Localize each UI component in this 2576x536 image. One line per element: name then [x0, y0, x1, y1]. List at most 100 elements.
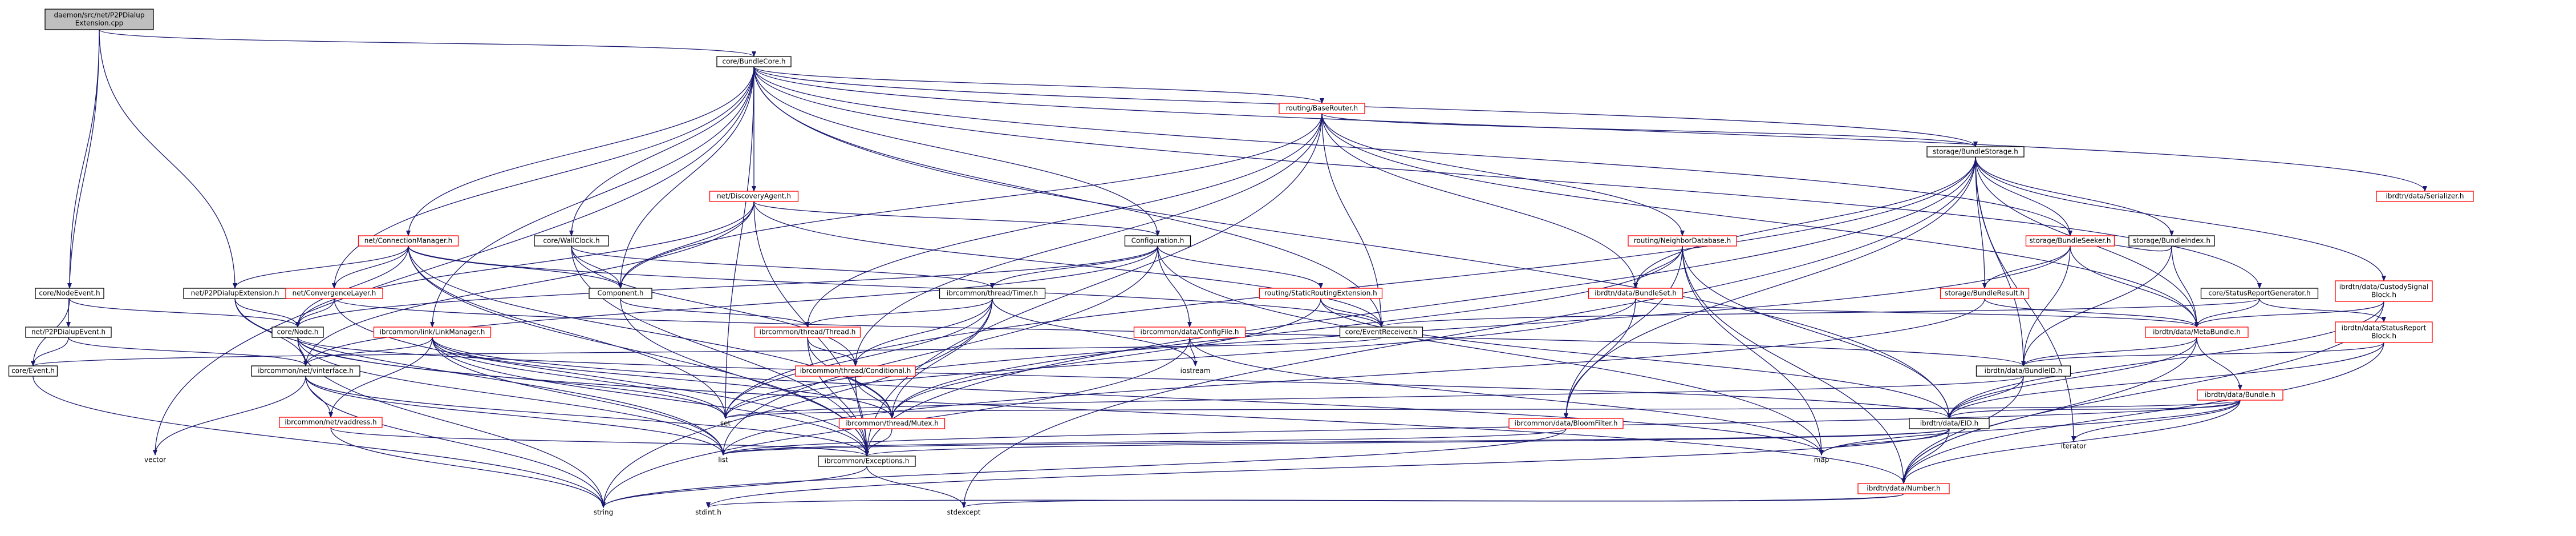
edge-core_event-to-string — [33, 376, 606, 508]
node-routing-neighbordatabase[interactable]: routing/NeighborDatabase.h — [1628, 235, 1737, 247]
node-component[interactable]: Component.h — [589, 288, 652, 299]
node-box — [1259, 288, 1383, 299]
node-ibrdtn-configfile[interactable]: ibrcommon/data/ConfigFile.h — [1133, 327, 1246, 338]
node-vector: vector — [144, 456, 166, 464]
node-ibrcommon-linkmanager[interactable]: ibrcommon/link/LinkManager.h — [373, 327, 492, 338]
edge-ibrcommon_vinterface-to-vector — [153, 376, 306, 456]
node-ibrcommon-conditional[interactable]: ibrcommon/thread/Conditional.h — [795, 365, 916, 377]
edge-routing_baserouter-to-ibrdtn_metabundle — [1321, 113, 2199, 328]
edge-core_bundlecore-to-ibrcommon_linkmanager — [430, 66, 754, 328]
node-core-nodeevent[interactable]: core/NodeEvent.h — [35, 288, 104, 299]
node-box — [1279, 103, 1365, 114]
node-ibrcommon-mutex[interactable]: ibrcommon/thread/Mutex.h — [838, 418, 946, 429]
node-box — [1133, 327, 1246, 338]
node-storage-bundleseeker[interactable]: storage/BundleSeeker.h — [2025, 235, 2115, 247]
edge-routing_baserouter-to-ibrdtn_bundleset — [1321, 113, 1638, 289]
edge-storage_bundleindex-to-ibrdtn_metabundle — [2171, 245, 2199, 328]
node-core-statusreportgenerator[interactable]: core/StatusReportGenerator.h — [2200, 288, 2319, 299]
node-root[interactable]: daemon/src/net/P2PDialupExtension.cpp — [44, 9, 154, 30]
node-label: Block.h — [2371, 332, 2396, 340]
node-ibrcommon-vinterface[interactable]: ibrcommon/net/vinterface.h — [251, 365, 360, 377]
node-box — [279, 417, 383, 428]
edge-core_statusreportgenerator-to-core_eventreceiver — [1379, 298, 2260, 328]
node-ibrcommon-vaddress[interactable]: ibrcommon/net/vaddress.h — [279, 417, 383, 428]
node-box — [1975, 365, 2071, 377]
node-ibrdtn-serializer[interactable]: ibrdtn/data/Serializer.h — [2376, 191, 2474, 202]
node-configuration[interactable]: Configuration.h — [1124, 235, 1191, 247]
node-label: core/Node.h — [277, 328, 319, 336]
node-core-event[interactable]: core/Event.h — [8, 365, 58, 377]
edge-ibrcommon_vinterface-to-list — [305, 376, 725, 456]
edge-storage_bundlestorage-to-storage_bundleseeker — [1975, 156, 2072, 236]
node-label: net/P2PDialupEvent.h — [31, 328, 106, 336]
node-ibrcommon-thread[interactable]: ibrcommon/thread/Thread.h — [754, 327, 861, 338]
node-ibrcommon-bloomfilter[interactable]: ibrcommon/data/BloomFilter.h — [1508, 418, 1624, 429]
edge-net_discoveryagent-to-ibrcommon_vinterface — [303, 201, 754, 366]
node-ibrcommon-exceptions[interactable]: ibrcommon/Exceptions.h — [818, 456, 916, 467]
edge-root-to-core_nodeevent — [67, 29, 100, 289]
node-core-wallclock[interactable]: core/WallClock.h — [534, 235, 609, 247]
edge-ibrcommon_linkmanager-to-map — [432, 337, 1824, 456]
edge-core_wallclock-to-component — [571, 245, 623, 289]
node-routing-staticrouting[interactable]: routing/StaticRoutingExtension.h — [1259, 288, 1383, 299]
node-net-p2pdialupevent[interactable]: net/P2PDialupEvent.h — [25, 327, 112, 338]
node-storage-bundlestorage[interactable]: storage/BundleStorage.h — [1926, 146, 2025, 158]
edge-storage_bundlestorage-to-iterator — [1975, 156, 2076, 442]
edge-storage_bundlestorage-to-storage_bundleindex — [1975, 156, 2174, 236]
node-label: string — [594, 509, 613, 517]
node-net-discoveryagent[interactable]: net/DiscoveryAgent.h — [709, 191, 799, 202]
edge-storage_bundleseeker-to-ibrdtn_bundleid — [2021, 245, 2071, 366]
edge-routing_neighbordatabase-to-ibrcommon_mutex — [890, 245, 1683, 419]
node-box — [358, 235, 459, 247]
node-core-node[interactable]: core/Node.h — [271, 327, 324, 338]
node-storage-bundleresult[interactable]: storage/BundleResult.h — [1940, 288, 2030, 299]
node-ibrdtn-number[interactable]: ibrdtn/data/Number.h — [1857, 483, 1950, 494]
edge-storage_bundlestorage-to-ibrcommon_exceptions — [865, 156, 1976, 457]
node-label: ibrdtn/data/EID.h — [1920, 420, 1979, 428]
node-box — [285, 288, 383, 299]
edge-core_statusreportgenerator-to-ibrdtn_metabundle — [2194, 298, 2260, 328]
node-net-connectionmanager[interactable]: net/ConnectionManager.h — [358, 235, 459, 247]
node-ibrdtn-eid[interactable]: ibrdtn/data/EID.h — [1909, 418, 1990, 429]
node-label: net/ConnectionManager.h — [364, 237, 453, 245]
node-net-p2pdialupextension[interactable]: net/P2PDialupExtension.h — [183, 288, 287, 299]
node-label: storage/BundleSeeker.h — [2030, 237, 2111, 245]
node-ibrdtn-bundleset[interactable]: ibrdtn/data/BundleSet.h — [1588, 288, 1683, 299]
node-core-bundlecore[interactable]: core/BundleCore.h — [716, 56, 792, 67]
node-label: ibrdtn/data/StatusReport — [2342, 324, 2427, 332]
node-label: net/P2PDialupExtension.h — [191, 289, 279, 297]
node-ibrdtn-metabundle[interactable]: ibrdtn/data/MetaBundle.h — [2145, 327, 2249, 338]
edge-configuration-to-ibrcommon_timer — [990, 245, 1158, 289]
edge-net_p2pdialupextension-to-core_node — [234, 298, 300, 328]
edge-storage_bundlestorage-to-stdexcept — [962, 156, 1976, 508]
node-box — [271, 327, 324, 338]
edge-routing_neighbordatabase-to-ibrdtn_number — [1682, 245, 1906, 484]
node-label: ibrdtn/data/BundleID.h — [1985, 367, 2063, 375]
node-label: routing/NeighborDatabase.h — [1634, 237, 1731, 245]
node-ibrcommon-timer[interactable]: ibrcommon/thread/Timer.h — [939, 288, 1046, 299]
node-label: storage/BundleStorage.h — [1933, 148, 2018, 156]
node-box — [1339, 327, 1423, 338]
node-net-convergencelayer[interactable]: net/ConvergenceLayer.h — [285, 288, 383, 299]
node-core-eventreceiver[interactable]: core/EventReceiver.h — [1339, 327, 1423, 338]
edge-ibrcommon_timer-to-string — [601, 298, 993, 508]
edge-ibrdtn_bundleset-to-ibrcommon_bloomfilter — [1564, 298, 1636, 419]
edge-ibrdtn_eid-to-map — [1819, 428, 1950, 456]
node-label: ibrdtn/data/Number.h — [1867, 485, 1940, 493]
node-routing-baserouter[interactable]: routing/BaseRouter.h — [1279, 103, 1365, 114]
node-ibrdtn-bundleid[interactable]: ibrdtn/data/BundleID.h — [1975, 365, 2071, 377]
edge-storage_bundlestorage-to-storage_bundleresult — [1975, 156, 1987, 289]
node-ibrdtn-bundle[interactable]: ibrdtn/data/Bundle.h — [2197, 389, 2283, 401]
edge-component-to-ibrcommon_thread — [620, 298, 810, 328]
edge-net_convergencelayer-to-ibrcommon_exceptions — [334, 298, 869, 457]
edge-storage_bundleindex-to-ibrdtn_bundleid — [2021, 245, 2172, 366]
edge-ibrdtn_metabundle-to-ibrdtn_eid — [1947, 337, 2197, 419]
edge-ibrdtn_eid-to-ibrdtn_number — [1901, 428, 1950, 484]
node-box — [795, 365, 916, 377]
node-storage-bundleindex[interactable]: storage/BundleIndex.h — [2128, 235, 2215, 247]
edge-ibrcommon_linkmanager-to-ibrcommon_vinterface — [303, 337, 433, 366]
node-label: iostream — [1181, 367, 1211, 375]
edge-routing_baserouter-to-ibrcommon_conditional — [853, 113, 1323, 366]
